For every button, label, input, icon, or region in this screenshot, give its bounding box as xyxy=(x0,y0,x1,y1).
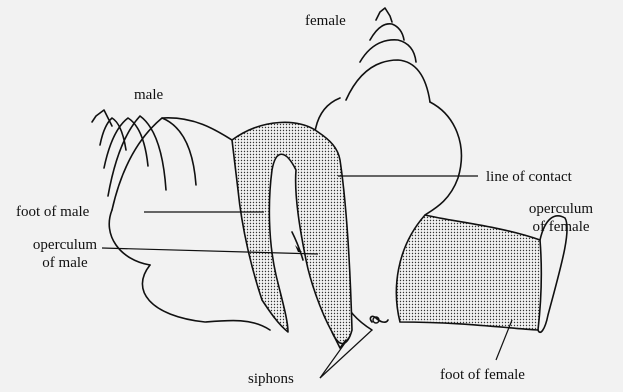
label-siphons: siphons xyxy=(248,370,294,388)
label-foot-of-female: foot of female xyxy=(440,366,525,384)
label-operculum-of-female-line1: operculum xyxy=(506,200,616,218)
label-male: male xyxy=(134,86,163,104)
label-operculum-of-male-line2: of male xyxy=(20,254,110,272)
label-operculum-of-male: operculum of male xyxy=(20,236,110,272)
label-foot-of-male: foot of male xyxy=(16,203,89,221)
leader-siphons-1 xyxy=(320,336,350,378)
leader-operculum-of-male xyxy=(102,248,318,254)
label-female: female xyxy=(305,12,346,30)
label-operculum-of-female-line2: of female xyxy=(506,218,616,236)
label-operculum-of-female: operculum of female xyxy=(506,200,616,236)
label-line-of-contact: line of contact xyxy=(486,168,572,186)
label-operculum-of-male-line1: operculum xyxy=(20,236,110,254)
